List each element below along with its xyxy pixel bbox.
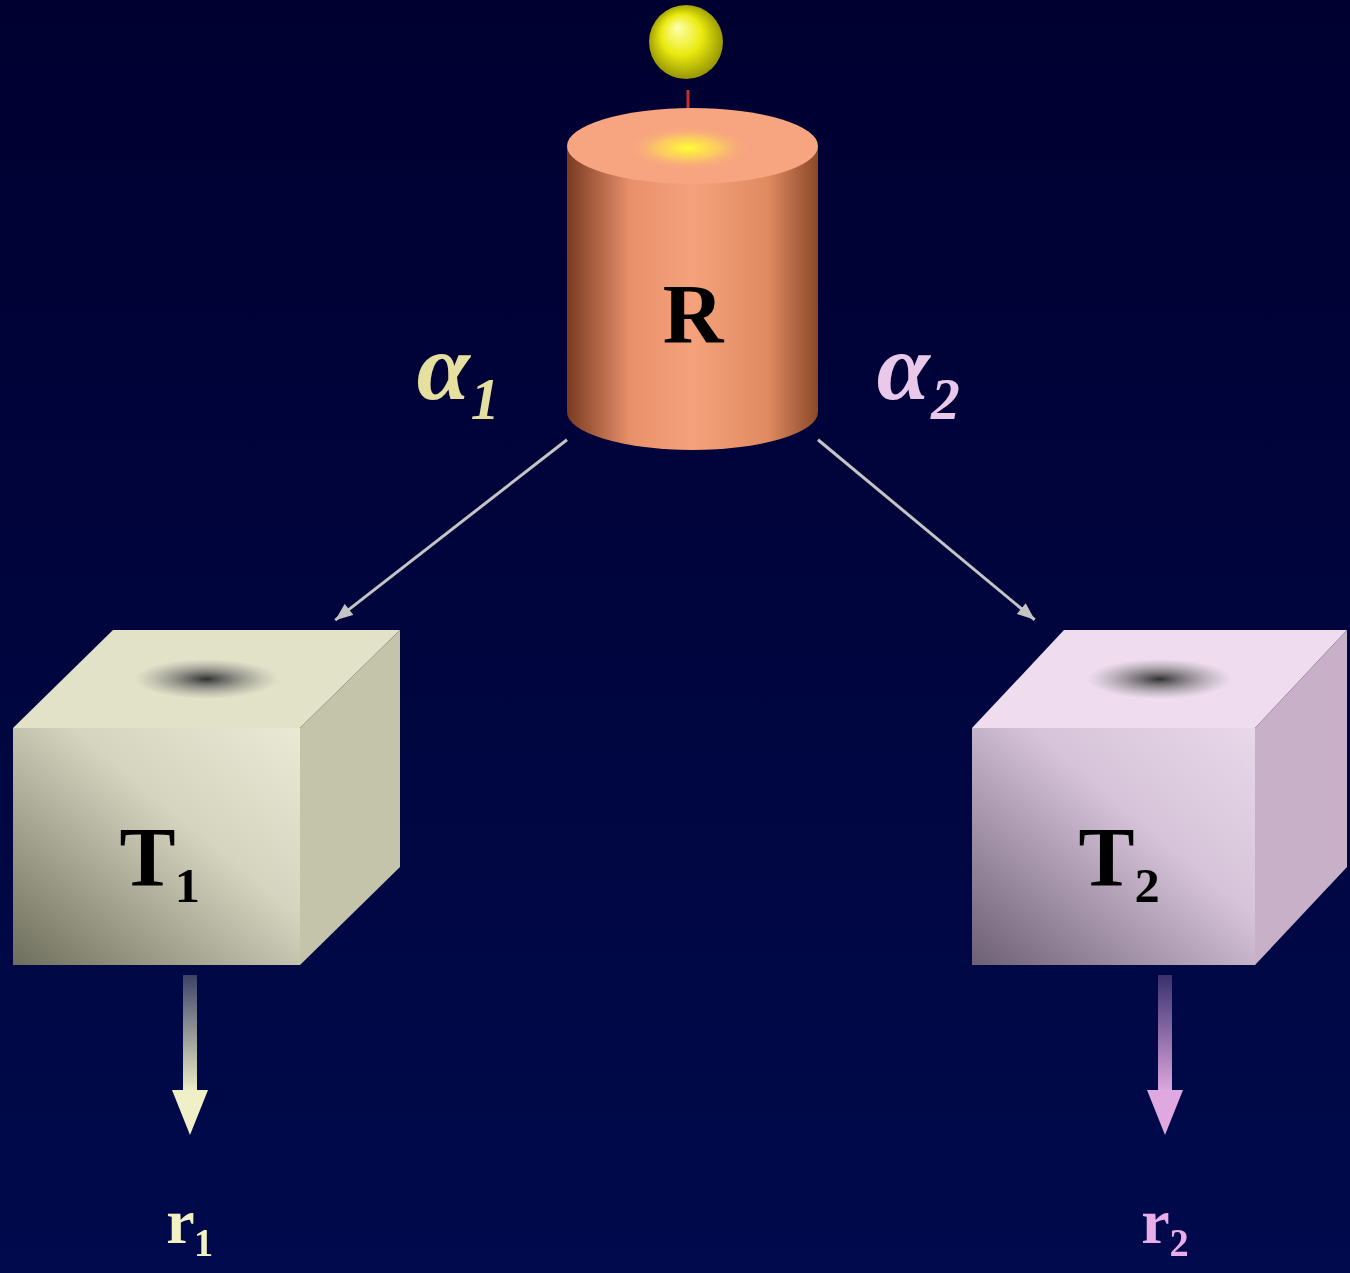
- output-arrowhead: [172, 1090, 208, 1135]
- cylinder-node: R: [567, 108, 818, 450]
- output-arrowhead: [1147, 1090, 1183, 1135]
- cylinder-body: [567, 146, 818, 450]
- particle-ball: [649, 5, 723, 79]
- cube-side: [1255, 630, 1347, 965]
- cube-node: T₁: [13, 630, 400, 965]
- cube-side: [300, 630, 400, 965]
- cube-node: T₂: [972, 630, 1347, 965]
- node-label: T₁: [119, 816, 200, 900]
- cylinder-top: [567, 108, 818, 184]
- cube-shape: [972, 630, 1347, 965]
- node-label: T₂: [1078, 816, 1159, 900]
- cube-shape: [13, 630, 400, 965]
- cube-hole: [135, 659, 279, 699]
- branch-arrow: [335, 440, 567, 620]
- node-label: R: [663, 273, 724, 357]
- cube-front: [13, 728, 300, 965]
- impact-glow: [627, 126, 751, 170]
- cube-front: [972, 728, 1255, 965]
- branch-label: α₂: [877, 319, 964, 415]
- output-label: r₁: [166, 1190, 214, 1254]
- cube-hole: [1088, 659, 1232, 699]
- branch-arrow: [818, 440, 1035, 620]
- output-label: r₂: [1141, 1190, 1189, 1254]
- branch-label: α₁: [417, 319, 504, 415]
- output-arrow: [183, 975, 197, 1093]
- output-arrow: [1158, 975, 1172, 1093]
